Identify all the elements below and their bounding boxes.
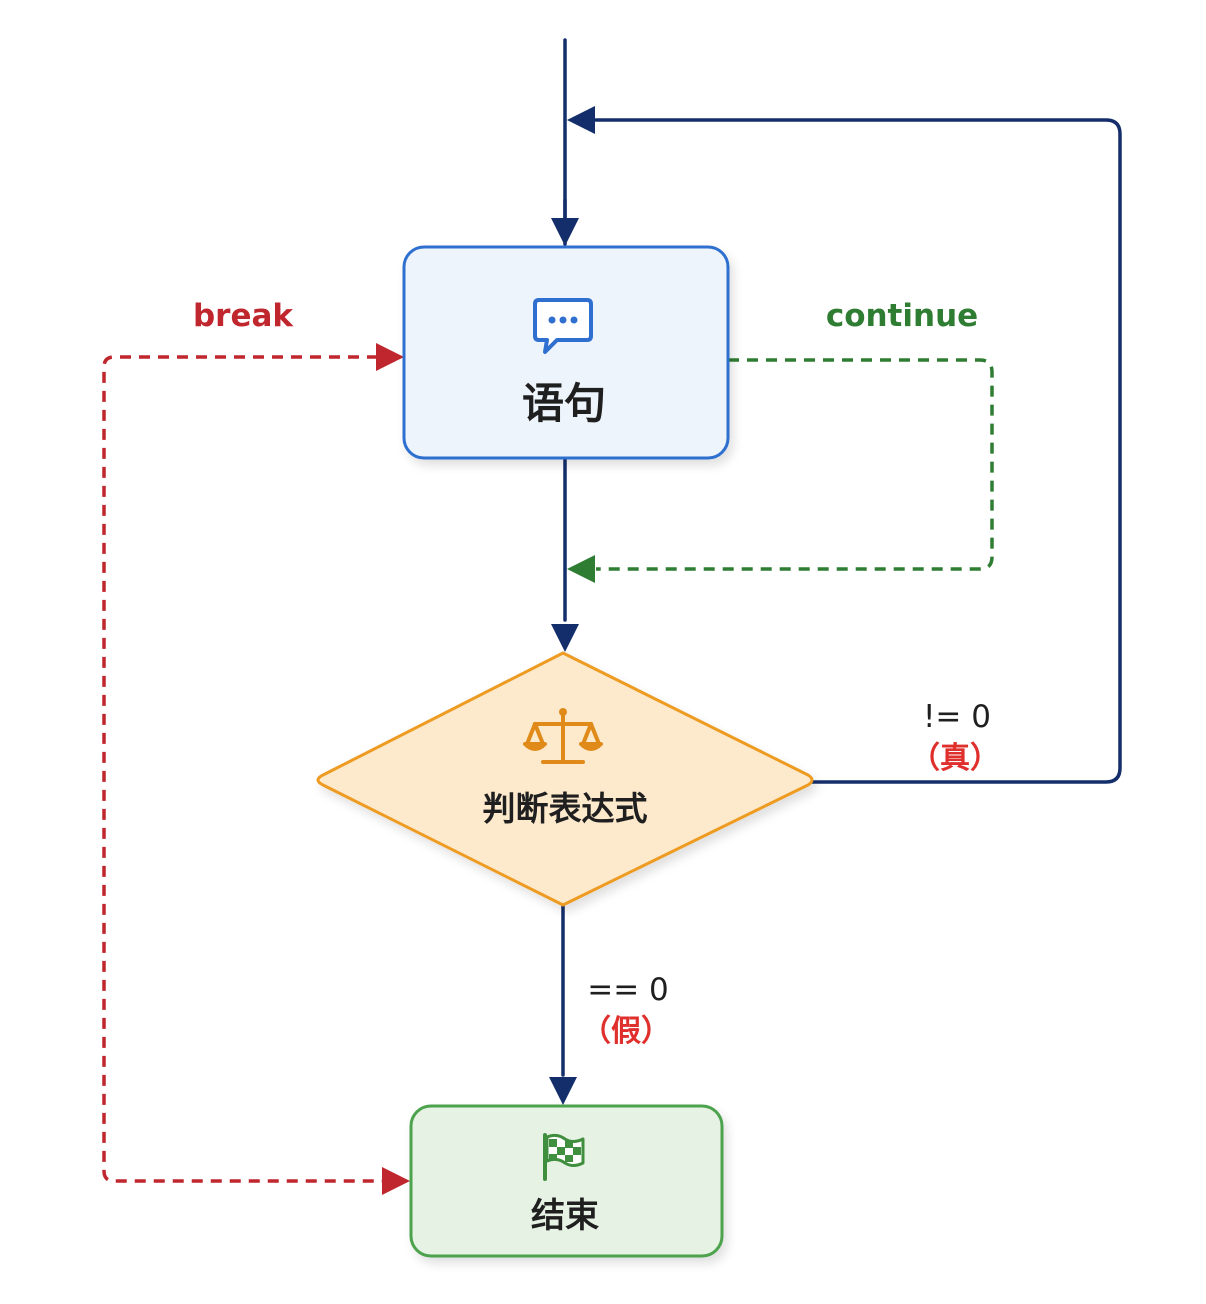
arrowhead-into-condition xyxy=(551,624,579,652)
condition-node: 判断表达式 xyxy=(316,651,814,907)
flow-lines xyxy=(561,38,1122,1077)
flow-arrowheads xyxy=(549,106,595,1105)
arrowhead-loop-back xyxy=(567,106,595,134)
break-line xyxy=(102,355,384,1183)
statement-node: 语句 xyxy=(402,245,730,460)
arrowhead-into-end xyxy=(549,1077,577,1105)
break-arrowhead-end xyxy=(382,1167,410,1195)
arrowhead-into-statement xyxy=(551,218,579,246)
break-label: break xyxy=(193,298,294,334)
break-edge xyxy=(102,343,410,1195)
true-condition-label: != 0 xyxy=(923,699,991,735)
statement-box xyxy=(402,245,730,460)
condition-label: 判断表达式 xyxy=(483,789,648,828)
continue-label: continue xyxy=(826,298,978,334)
checkered-flag-icon xyxy=(543,1133,585,1181)
false-meaning-label: （假） xyxy=(581,1014,671,1049)
false-condition-label: == 0 xyxy=(587,972,669,1008)
end-box xyxy=(409,1104,724,1258)
condition-diamond xyxy=(316,651,814,907)
continue-arrowhead xyxy=(567,555,595,583)
statement-label: 语句 xyxy=(522,379,606,428)
continue-edge xyxy=(567,358,994,583)
chat-bubble-icon xyxy=(533,298,593,354)
true-meaning-label: （真） xyxy=(910,741,1000,776)
true-branch-loop-arrow xyxy=(594,118,1122,784)
continue-line xyxy=(596,358,994,571)
end-node: 结束 xyxy=(409,1104,724,1258)
break-arrowhead-statement xyxy=(376,343,404,371)
balance-scale-icon xyxy=(523,708,603,764)
end-label: 结束 xyxy=(531,1196,599,1236)
